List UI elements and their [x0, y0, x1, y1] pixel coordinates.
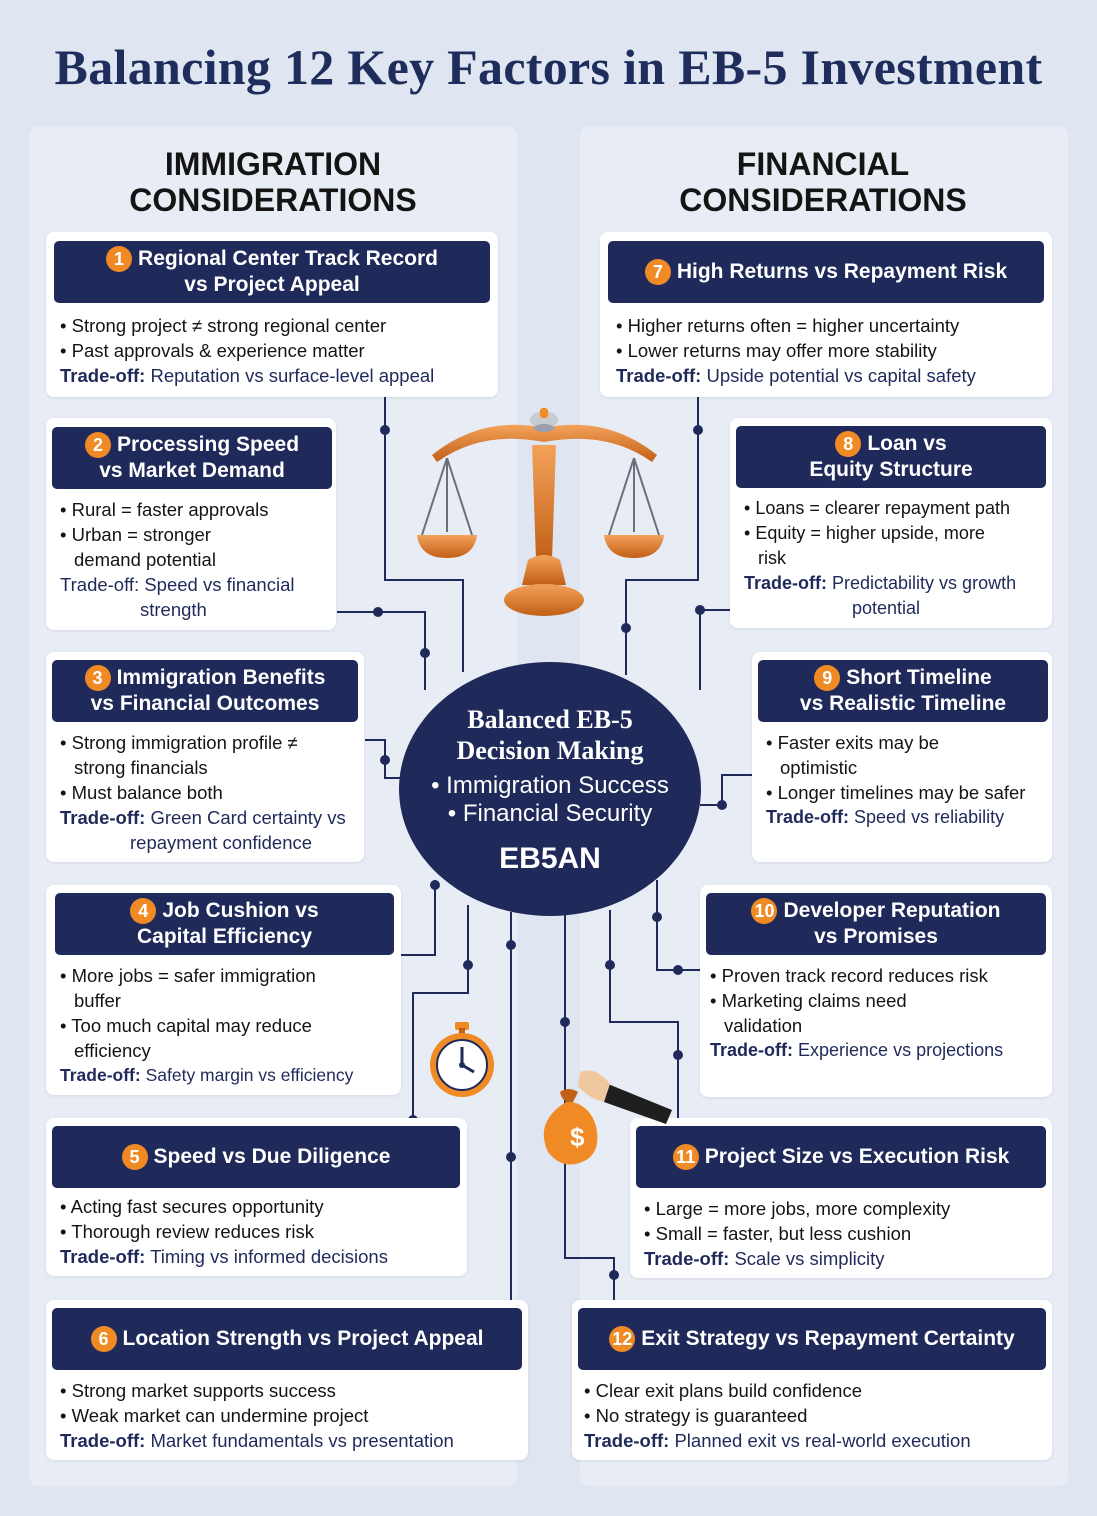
bullet: Longer timelines may be safer: [766, 780, 1036, 805]
factor-3-body: Strong immigration profile ≠ strong fina…: [60, 730, 360, 855]
factor-number-badge: 10: [751, 898, 778, 925]
center-title: Balanced EB-5 Decision Making: [456, 705, 644, 765]
factor-number-badge: 8: [835, 431, 862, 458]
tradeoff: Trade-off: Green Card certainty vs repay…: [60, 807, 346, 853]
bullet: Too much capital may reduce efficiency: [60, 1013, 360, 1063]
bullet: Acting fast secures opportunity: [60, 1194, 460, 1219]
factor-6-body: Strong market supports success Weak mark…: [60, 1378, 522, 1453]
tradeoff: Trade-off: Speed vs reliability: [766, 807, 1005, 827]
factor-7-body: Higher returns often = higher uncertaint…: [616, 313, 1048, 388]
bullet: Marketing claims need validation: [710, 988, 970, 1038]
bullet: Higher returns often = higher uncertaint…: [616, 313, 1048, 338]
factor-number-badge: 2: [84, 432, 111, 459]
tradeoff: Trade-off: Timing vs informed decisions: [60, 1246, 388, 1267]
bullet: Lower returns may offer more stability: [616, 338, 1048, 363]
factor-number-badge: 6: [90, 1326, 117, 1352]
bullet: Large = more jobs, more complexity: [644, 1196, 1048, 1221]
factor-number-badge: 3: [84, 665, 111, 692]
immigration-heading: IMMIGRATION CONSIDERATIONS: [129, 146, 417, 218]
bullet: Must balance both: [60, 780, 360, 805]
bullet: More jobs = safer immigration buffer: [60, 963, 360, 1013]
bullet: Past approvals & experience matter: [60, 338, 492, 363]
bullet: Proven track record reduces risk: [710, 963, 1020, 988]
tradeoff: Trade-off: Safety margin vs efficiency: [60, 1065, 354, 1085]
bullet: Loans = clearer repayment path: [744, 496, 1048, 521]
factor-1-body: Strong project ≠ strong regional center …: [60, 313, 492, 388]
factor-11-body: Large = more jobs, more complexity Small…: [644, 1196, 1048, 1271]
factor-4-body: More jobs = safer immigration buffer Too…: [60, 963, 396, 1088]
factor-number-badge: 5: [121, 1144, 148, 1170]
factor-number-badge: 11: [672, 1144, 699, 1170]
financial-heading: FINANCIAL CONSIDERATIONS: [679, 146, 967, 218]
bullet: Small = faster, but less cushion: [644, 1221, 1048, 1246]
bullet: Thorough review reduces risk: [60, 1219, 460, 1244]
stopwatch-icon: [430, 1022, 494, 1097]
tradeoff: Trade-off: Scale vs simplicity: [644, 1248, 885, 1269]
factor-number-badge: 7: [644, 259, 671, 285]
factor-9-body: Faster exits may be optimistic Longer ti…: [766, 730, 1052, 830]
bullet: Strong project ≠ strong regional center: [60, 313, 492, 338]
tradeoff: Trade-off: Speed vs financial strength: [60, 574, 295, 620]
factor-number-badge: 9: [814, 665, 841, 692]
factor-8-body: Loans = clearer repayment path Equity = …: [744, 496, 1048, 621]
eb5an-logo: EB5AN: [499, 842, 601, 875]
tradeoff: Trade-off: Upside potential vs capital s…: [616, 365, 976, 386]
center-decision-circle: Balanced EB-5 Decision Making • Immigrat…: [399, 662, 701, 916]
bullet: Clear exit plans build confidence: [584, 1378, 1048, 1403]
tradeoff: Trade-off: Reputation vs surface-level a…: [60, 365, 435, 386]
page-title: Balancing 12 Key Factors in EB-5 Investm…: [54, 39, 1043, 95]
bullet: Rural = faster approvals: [60, 497, 322, 522]
factor-number-badge: 1: [106, 246, 133, 273]
balance-scale-icon: [417, 408, 664, 616]
bullet: Faster exits may be optimistic: [766, 730, 996, 780]
bullet: No strategy is guaranteed: [584, 1403, 1048, 1428]
factor-12-body: Clear exit plans build confidence No str…: [584, 1378, 1048, 1453]
tradeoff: Trade-off: Planned exit vs real-world ex…: [584, 1430, 971, 1451]
svg-text:$: $: [570, 1122, 585, 1152]
tradeoff: Trade-off: Market fundamentals vs presen…: [60, 1430, 454, 1451]
center-bullets: • Immigration Success • Financial Securi…: [431, 772, 669, 827]
factor-number-badge: 4: [130, 898, 157, 925]
bullet: Urban = stronger demand potential: [60, 522, 270, 572]
factor-10-body: Proven track record reduces risk Marketi…: [710, 963, 1050, 1063]
bullet: Equity = higher upside, more risk: [744, 521, 994, 571]
bullet: Weak market can undermine project: [60, 1403, 522, 1428]
factor-number-badge: 12: [609, 1326, 636, 1352]
factor-5-body: Acting fast secures opportunity Thorough…: [60, 1194, 460, 1269]
tradeoff: Trade-off: Predictability vs growth pote…: [744, 573, 1017, 618]
factor-2-body: Rural = faster approvals Urban = stronge…: [60, 497, 322, 622]
bullet: Strong immigration profile ≠ strong fina…: [60, 730, 335, 780]
bullet: Strong market supports success: [60, 1378, 522, 1403]
money-bag-icon: $: [543, 1070, 672, 1165]
tradeoff: Trade-off: Experience vs projections: [710, 1040, 1004, 1060]
